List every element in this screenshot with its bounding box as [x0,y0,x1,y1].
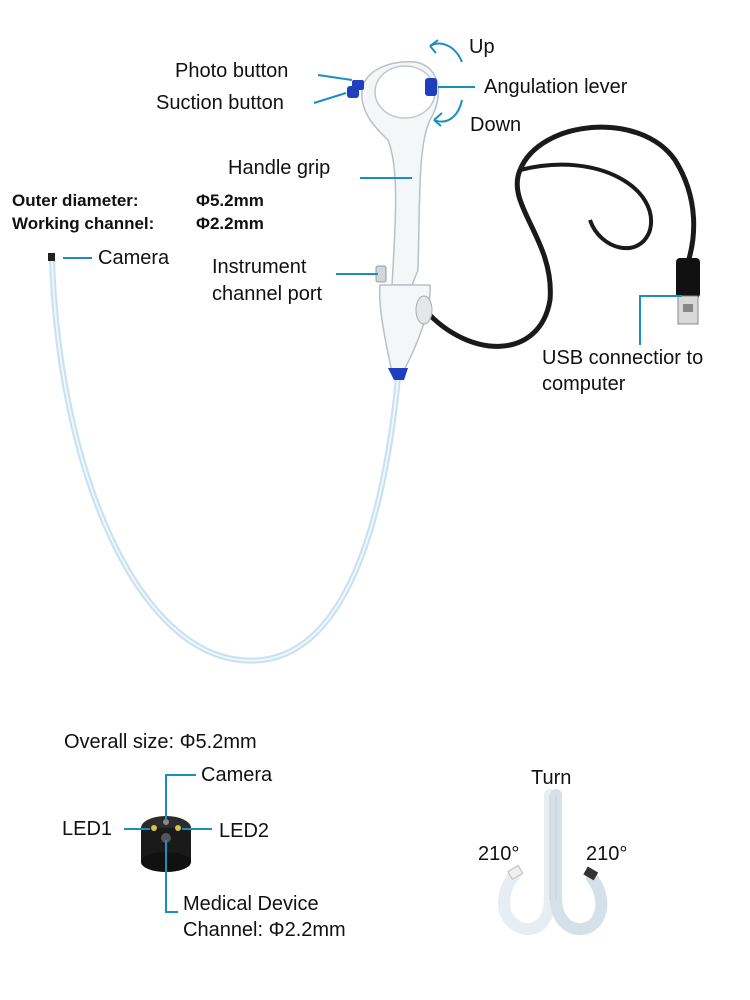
handle-grip-label: Handle grip [228,157,331,179]
led2-label: LED2 [219,820,270,842]
left-angle-label: 210° [478,843,520,865]
suction-button-label: Suction button [156,92,284,114]
camera-tip [48,253,55,261]
overall-size-label: Overall size: Φ5.2mm [64,731,257,753]
usb-cable-loop [519,162,654,250]
usb-label-line1: USB connectior to [542,347,704,369]
right-angle-label: 210° [586,843,628,865]
tip-leader-lines [124,774,212,913]
camera-tip-label: Camera [98,247,170,269]
led2-dot [175,825,181,831]
up-label: Up [469,36,495,58]
leader-lines [63,74,682,345]
instrument-port-label-line1: Instrument [212,256,307,278]
suction-button [347,86,359,98]
down-arrow [433,99,463,123]
instrument-port-label-line2: channel port [212,283,323,305]
angulation-lever [425,78,437,96]
turn-illustration [498,789,608,936]
usb-plug [676,258,700,325]
usb-label-line2: computer [542,373,626,395]
usb-cable [422,124,697,349]
led1-label: LED1 [62,818,113,840]
device-channel-label-line1: Medical Device [183,893,319,915]
working-channel-value: Φ2.2mm [196,214,264,233]
outer-diameter-label: Outer diameter: [12,191,139,210]
device-channel-label-line2: Channel: Φ2.2mm [183,919,346,941]
angulation-lever-label: Angulation lever [484,76,628,98]
photo-button-label: Photo button [175,60,289,82]
working-channel-label: Working channel: [12,214,155,233]
insertion-tube [49,257,401,664]
tip-camera-label: Camera [201,764,273,786]
led1-dot [151,825,157,831]
outer-diameter-value: Φ5.2mm [196,191,264,210]
endoscope-handle [347,61,440,380]
turn-label: Turn [531,767,572,789]
down-label: Down [470,114,522,136]
